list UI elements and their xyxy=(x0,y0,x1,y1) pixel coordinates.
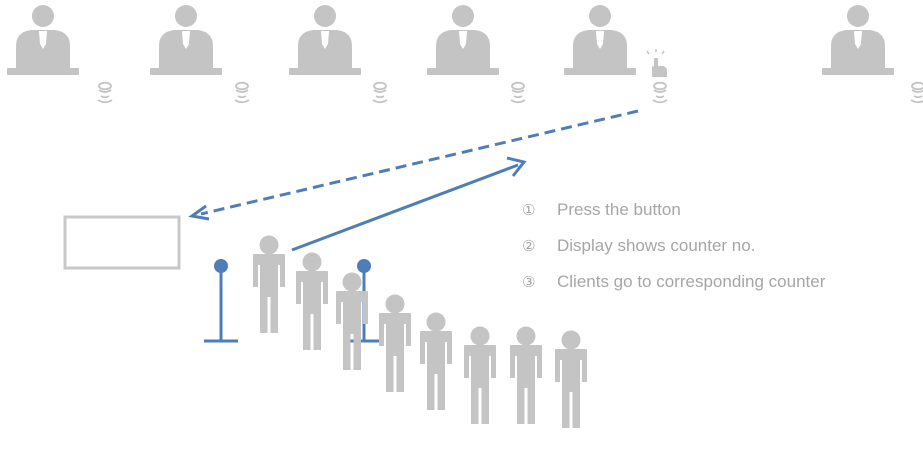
step-number: ③ xyxy=(522,273,536,291)
step-clients-go: ③ Clients go to corresponding counter xyxy=(522,264,825,300)
client-to-counter-arrow xyxy=(291,163,519,252)
step-press-button: ① Press the button xyxy=(522,192,825,228)
client-person-icon xyxy=(253,235,285,333)
call-button-icon xyxy=(234,81,250,104)
step-number: ② xyxy=(522,237,536,255)
display-arrowhead xyxy=(188,204,210,221)
signal-to-display-arrow xyxy=(200,109,639,216)
staff-person-icon xyxy=(289,5,361,75)
steps-list: ① Press the button ② Display shows count… xyxy=(522,192,825,300)
step-display-shows: ② Display shows counter no. xyxy=(522,228,825,264)
client-person-icon xyxy=(464,326,496,424)
display-screen xyxy=(63,215,181,270)
staff-person-icon xyxy=(150,5,222,75)
step-text: Clients go to corresponding counter xyxy=(557,272,826,291)
queue-barrier-post-icon xyxy=(204,259,238,343)
call-button-icon xyxy=(910,81,923,104)
staff-person-icon xyxy=(822,5,894,75)
call-button-icon xyxy=(510,81,526,104)
client-person-icon xyxy=(296,252,328,350)
counter-arrowhead xyxy=(506,156,527,177)
client-person-icon xyxy=(420,312,452,410)
step-text: Display shows counter no. xyxy=(557,236,756,255)
pressing-hand-icon xyxy=(646,49,667,77)
call-button-icon xyxy=(652,81,668,104)
staff-person-icon xyxy=(427,5,499,75)
staff-person-icon xyxy=(7,5,79,75)
step-number: ① xyxy=(522,201,536,219)
client-person-icon xyxy=(379,294,411,392)
staff-person-icon xyxy=(564,5,636,75)
client-person-icon xyxy=(555,330,587,428)
call-button-icon xyxy=(97,81,113,104)
step-text: Press the button xyxy=(557,200,681,219)
client-person-icon xyxy=(510,326,542,424)
call-button-icon xyxy=(372,81,388,104)
